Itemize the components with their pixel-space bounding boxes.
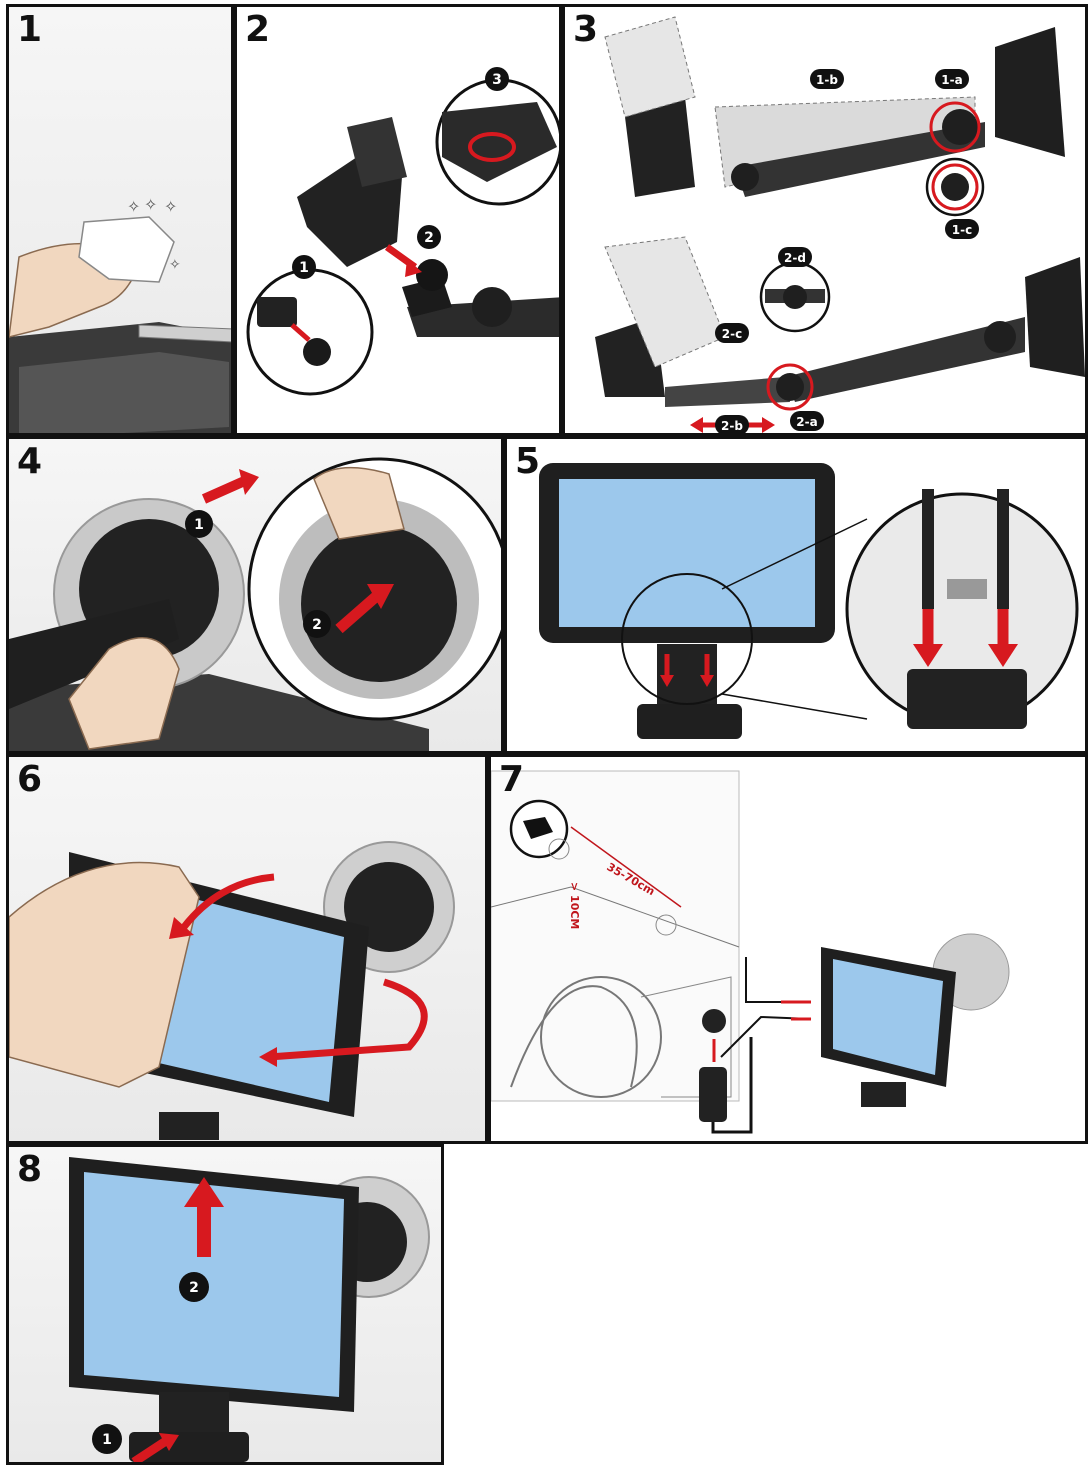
panel-2: 2 1 2 3 [234, 4, 562, 436]
panel-3-callout-1c: 1-c [952, 223, 972, 237]
svg-text:✧: ✧ [164, 197, 177, 216]
panel-4-callout-2: 2 [312, 617, 322, 633]
panel-3-number: 3 [573, 9, 599, 50]
panel-3-callout-1b: 1-b [816, 73, 838, 87]
panel-2-illustration: 1 2 3 [246, 67, 559, 396]
panel-7-measure-clearance: > 10CM [568, 882, 581, 929]
panel-3-callout-2b: 2-b [721, 419, 743, 433]
panel-2-number: 2 [245, 9, 271, 50]
panel-7: 7 35-70cm > 10CM [488, 754, 1088, 1144]
svg-text:✧: ✧ [144, 195, 157, 214]
panel-7-illustration: 35-70cm > 10CM [491, 770, 1010, 1134]
panel-8-callout-1: 1 [102, 1432, 112, 1448]
panel-3-callout-2c: 2-c [722, 327, 742, 341]
panel-4: 4 1 2 [6, 436, 504, 754]
panel-3-callout-1a: 1-a [941, 73, 962, 87]
panel-2-callout-3: 3 [492, 72, 502, 88]
panel-8-illustration: 2 1 [69, 1157, 430, 1462]
panel-4-callout-1: 1 [194, 517, 204, 533]
svg-text:✧: ✧ [127, 197, 140, 216]
panel-5-illustration [539, 463, 1079, 739]
panel-4-number: 4 [17, 441, 43, 482]
panel-1-illustration: ✧ ✧ ✧ ✧ [9, 195, 231, 433]
panel-6-number: 6 [17, 759, 43, 800]
panel-6: 6 [6, 754, 488, 1144]
panel-3-illustration: 1-b 1-a 1-c 2-d 2-c 2-a 2-b [595, 16, 1085, 433]
panel-1: 1 ✧ ✧ ✧ ✧ [6, 4, 234, 436]
panel-5-number: 5 [515, 441, 541, 482]
panel-2-callout-1: 1 [299, 260, 309, 276]
panel-2-callout-2: 2 [424, 230, 434, 246]
panel-3-callout-2d: 2-d [784, 251, 806, 265]
panel-3: 3 1-b 1-a 1-c 2-d 2-c 2-a 2-b [562, 4, 1088, 436]
svg-text:✧: ✧ [169, 257, 181, 273]
panel-8-number: 8 [17, 1149, 43, 1190]
panel-8-callout-2: 2 [189, 1280, 199, 1296]
panel-8: 8 2 1 [6, 1144, 444, 1465]
panel-1-number: 1 [17, 9, 43, 50]
panel-7-number: 7 [499, 759, 525, 800]
panel-3-callout-2a: 2-a [796, 415, 817, 429]
panel-5: 5 [504, 436, 1088, 754]
panel-6-illustration [9, 841, 455, 1140]
panel-4-illustration: 1 2 [9, 457, 501, 751]
